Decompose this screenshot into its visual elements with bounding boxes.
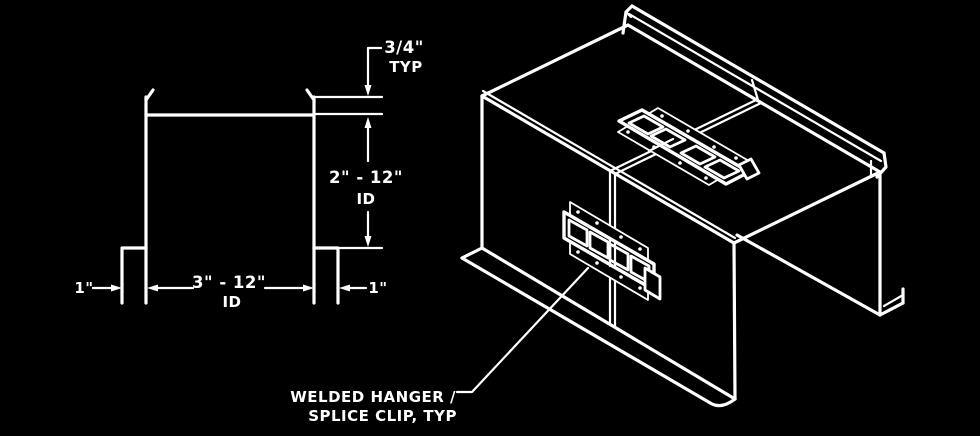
clip-bolt-holes — [626, 114, 738, 180]
clip-slot — [627, 114, 665, 136]
duct-profile-outline — [120, 88, 340, 305]
clip-slot — [588, 230, 610, 260]
top-flange-strip — [621, 4, 888, 179]
arrowhead-left-icon — [339, 284, 350, 292]
far-foot-flange — [878, 287, 905, 317]
bottom-flange-strip — [460, 246, 737, 408]
strip-joint-tick — [750, 78, 760, 102]
top-face-right-edge — [732, 170, 882, 245]
clip-end-tab — [643, 266, 662, 301]
arrowhead-right-icon — [111, 284, 122, 292]
dim-width-qualifier: ID — [222, 293, 241, 311]
arrowhead-down-icon — [364, 236, 372, 247]
dim-lip-value: 3/4" — [384, 38, 424, 57]
dim-flange-left-value: 1" — [74, 279, 93, 297]
dimension-width-row: 1" 3" - 12" ID 1" — [74, 273, 387, 311]
isometric-view: WELDED HANGER / SPLICE CLIP, TYP — [290, 4, 905, 425]
callout-leader-line — [455, 266, 590, 394]
dimension-depth: 2" - 12" ID — [329, 117, 403, 247]
clip-strap — [617, 108, 751, 186]
callout-line1: WELDED HANGER / — [290, 388, 456, 406]
dim-depth-value: 2" - 12" — [329, 168, 403, 187]
clip-slot — [703, 158, 741, 180]
dim-lip-leader — [366, 46, 383, 89]
arrowhead-right-icon — [303, 284, 314, 292]
dim-flange-right-value: 1" — [368, 279, 387, 297]
front-splice-clip — [562, 201, 662, 301]
top-splice-clip — [617, 107, 761, 186]
clip-end-tab — [737, 157, 761, 181]
top-face-near-fold — [480, 94, 736, 245]
arrowhead-up-icon — [364, 117, 372, 128]
callout-line2: SPLICE CLIP, TYP — [308, 407, 457, 425]
strip-right-hook — [875, 151, 888, 179]
dim-lip-qualifier: TYP — [389, 58, 423, 76]
far-wall-bottom-fold — [735, 233, 882, 317]
arrowhead-down-icon — [364, 85, 372, 96]
near-wall-bottom-fold — [480, 246, 737, 401]
seam-through-clip — [647, 137, 675, 153]
arrowhead-left-icon — [147, 284, 158, 292]
dim-depth-qualifier: ID — [356, 190, 375, 208]
near-lip-line — [481, 89, 737, 240]
clip-slot — [679, 144, 717, 166]
top-face-far-fold — [626, 23, 882, 174]
callout: WELDED HANGER / SPLICE CLIP, TYP — [290, 266, 590, 425]
duct-body — [480, 23, 882, 401]
profile-left-lip-hook — [144, 88, 155, 102]
top-face-left-edge — [480, 23, 630, 98]
cross-section-view: 3/4" TYP 2" - 12" ID 1" 3" - 12" ID — [74, 38, 423, 311]
profile-right-lip-hook — [305, 88, 316, 102]
dim-width-value: 3" - 12" — [192, 273, 266, 292]
near-wall-right-edge — [732, 241, 737, 401]
clip-bolt-holes — [576, 210, 642, 290]
dimension-lip: 3/4" TYP — [364, 38, 424, 96]
clip-slot — [567, 218, 589, 248]
strip-left-cap — [621, 4, 634, 35]
